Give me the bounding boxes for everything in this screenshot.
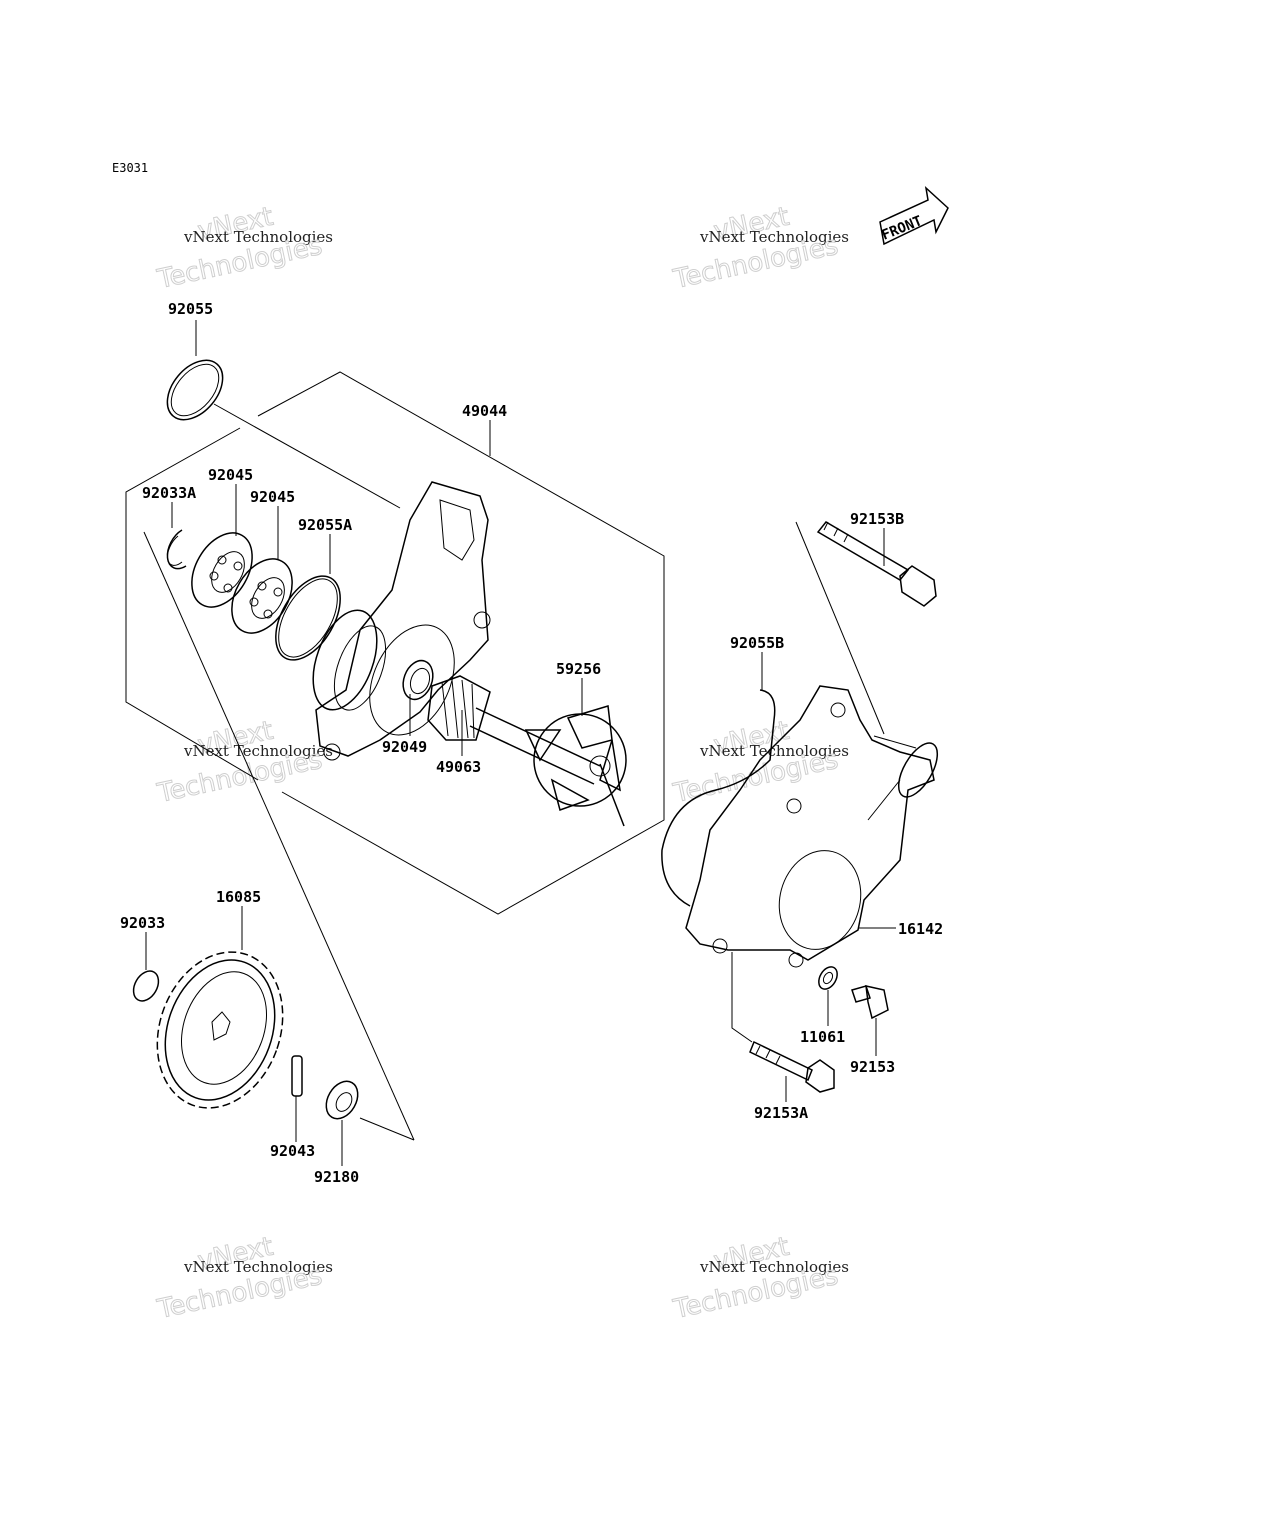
watermark: vNext vNext Technologies Technologies [154,715,333,809]
pump-housing-49044 [312,481,491,761]
bolt-92153 [851,985,889,1020]
watermark: vNext vNext Technologies Technologies [154,201,333,295]
watermark: vNext vNext Technologies Technologies [670,715,849,809]
label-92055B: 92055B [730,634,784,652]
label-92043: 92043 [270,1142,315,1160]
label-92049: 92049 [382,738,427,756]
label-92045-b: 92045 [250,488,295,506]
watermark-small: vNext Technologies [699,228,849,246]
washer-92180 [325,1080,359,1120]
bearing-92045-b [231,558,293,634]
label-11061: 11061 [800,1028,845,1046]
label-59256: 59256 [556,660,601,678]
bolt-92153B [816,521,937,607]
front-arrow-icon: FRONT [879,185,949,246]
leader-lines [145,320,896,1166]
diagram-code: E3031 [112,161,148,175]
label-16085: 16085 [216,888,261,906]
o-ring-92055 [166,359,224,421]
watermark: vNext vNext Technologies Technologies [670,201,849,295]
label-16142: 16142 [898,920,943,938]
seal-92049 [402,659,434,701]
watermark: vNext vNext Technologies Technologies [154,1231,333,1325]
gear-16085 [156,951,284,1109]
watermark-small: vNext Technologies [183,742,333,760]
label-92033: 92033 [120,914,165,932]
front-arrow-label: FRONT [880,213,925,244]
label-92153A: 92153A [754,1104,808,1122]
shaft-49063 [427,675,601,785]
watermark-small: vNext Technologies [183,1258,333,1276]
washer-11061 [818,966,838,990]
assembly-outline-gear [143,531,415,1141]
bolt-92153A [749,1040,835,1093]
circlip-92033A [166,529,187,570]
part-labels: 92055 49044 92045 92045 92033A 92055A 92… [120,300,943,1186]
watermark-small: vNext Technologies [699,1258,849,1276]
label-92153: 92153 [850,1058,895,1076]
label-92033A: 92033A [142,484,196,502]
pin-92043 [291,1055,303,1097]
watermark: vNext vNext Technologies Technologies [670,1231,849,1325]
circlip-92033 [132,970,160,1002]
assembly-outline-49044 [125,371,665,915]
watermark-small: vNext Technologies [699,742,849,760]
label-49044: 49044 [462,402,507,420]
o-ring-92055A [275,575,341,661]
assembly-outline-cover [795,521,885,735]
label-92153B: 92153B [850,510,904,528]
bearing-92045-a [191,532,253,608]
label-92055: 92055 [168,300,213,318]
pump-cover-16142 [685,685,939,968]
impeller-59256 [524,705,627,827]
gasket-92055B [661,689,776,907]
label-49063: 49063 [436,758,481,776]
label-92045-a: 92045 [208,466,253,484]
label-92180: 92180 [314,1168,359,1186]
label-92055A: 92055A [298,516,352,534]
watermark-small: vNext Technologies [183,228,333,246]
